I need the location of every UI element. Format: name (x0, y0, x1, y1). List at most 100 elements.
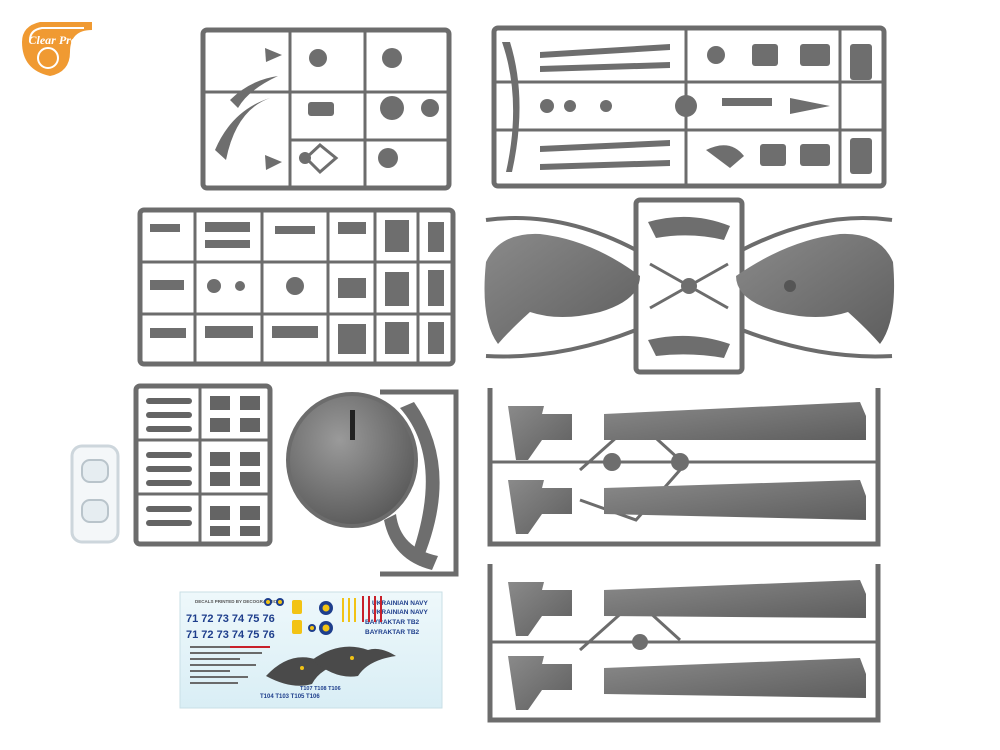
sprue-d-runner (741, 216, 893, 252)
round-knob-part (540, 99, 554, 113)
sensor-dome-part (288, 394, 416, 526)
pylon-part (240, 452, 260, 466)
antenna-rod-part (540, 160, 670, 170)
fuselage-half-left-part (484, 233, 640, 344)
wedge-part (790, 98, 830, 114)
diamond-frame-part (303, 143, 339, 175)
round-knob-part (286, 277, 304, 295)
bracket-part (800, 144, 830, 166)
clear-canopy-part (81, 499, 109, 523)
small-block-part (385, 272, 409, 306)
sprue-b (491, 25, 887, 189)
sprue-b-parts (502, 42, 872, 174)
wedge-part (265, 48, 282, 62)
missile-part (146, 520, 192, 526)
missile-part (146, 398, 192, 404)
missile-part (146, 506, 192, 512)
round-knob-part (235, 281, 245, 291)
wing-half-part (604, 402, 866, 440)
curved-fairing-part (384, 514, 438, 570)
sprue-d-runner (485, 216, 637, 252)
small-block-part (385, 220, 409, 252)
fairing-part (648, 216, 730, 240)
round-knob-part (207, 279, 221, 293)
sprue-d-parts (484, 216, 895, 358)
trident-emblem-icon (292, 600, 302, 634)
antenna-rod-part (540, 140, 670, 152)
mount-point-part (784, 280, 796, 292)
decal-code-row: T107 T108 T106 (300, 686, 341, 692)
small-strut-part (205, 222, 250, 232)
small-block-part (428, 322, 444, 354)
decal-code-row: T104 T103 T105 T106 (260, 694, 320, 700)
pylon-part (240, 472, 260, 486)
small-block-part (308, 102, 334, 116)
round-knob-part (675, 95, 697, 117)
wing-half-part (604, 480, 866, 520)
round-knob-part (421, 99, 439, 117)
propeller-hub-icon (37, 47, 59, 69)
sprue-e-frame (133, 383, 273, 547)
propeller-blade-part (230, 76, 278, 108)
hub-part (671, 453, 689, 471)
clear-sprue (70, 444, 120, 544)
wedge-part (265, 155, 282, 170)
round-knob-part (382, 48, 402, 68)
hub-part (632, 634, 648, 650)
missile-part (146, 412, 192, 418)
eagle-artwork-decal (266, 646, 396, 686)
small-block-part (338, 278, 366, 298)
sprue-a-frame (200, 27, 452, 191)
pylon-part (240, 526, 260, 536)
round-knob-part (309, 49, 327, 67)
sprue-d-runner (485, 328, 637, 359)
sprue-e (133, 383, 273, 547)
small-strut-part (205, 326, 253, 338)
small-block-part (428, 270, 444, 306)
curved-fairing-part (706, 145, 744, 168)
bracket-part (752, 44, 778, 66)
decal-numbers-row: 71 72 73 74 75 76 (186, 613, 275, 625)
pylon-part (210, 418, 230, 432)
logo-badge-shape (22, 22, 92, 76)
missile-part (146, 426, 192, 432)
bracket-part (800, 44, 830, 66)
fuselage-half-right-part (736, 233, 895, 344)
clear-canopy-part (81, 459, 109, 483)
round-knob-part (707, 46, 725, 64)
antenna-rod-part (540, 44, 670, 58)
missile-part (146, 466, 192, 472)
dome-slot (350, 410, 355, 440)
small-strut-part (205, 240, 250, 248)
hub-part (603, 453, 621, 471)
pylon-part (210, 472, 230, 486)
sprue-b-frame (491, 25, 887, 189)
antenna-rod-part (540, 62, 670, 72)
bracket-part (850, 44, 872, 80)
small-block-part (338, 324, 366, 354)
dome-ring-part (286, 392, 418, 528)
decal-header-text: DECALS PRINTED BY DECOGRAPHIC (195, 599, 278, 604)
decal-name-text: BAYRAKTAR TB2 (365, 619, 420, 626)
small-strut-part (150, 280, 184, 290)
roundel-decals (264, 598, 333, 635)
small-strut-part (338, 222, 366, 234)
small-block-part (385, 322, 409, 354)
stripe-decals (342, 596, 382, 622)
round-knob-part (564, 100, 576, 112)
decal-sheet: DECALS PRINTED BY DECOGRAPHIC UKRAINIAN … (179, 591, 443, 709)
sprue-c-frame (137, 207, 456, 367)
sprue-a-parts (215, 48, 439, 175)
wing-half-part (604, 580, 866, 618)
sprue-f (286, 389, 459, 577)
sprue-c (137, 207, 456, 367)
sprue-f-frame (380, 389, 459, 577)
curved-wing-fairing-part (400, 402, 440, 566)
sprue-e-parts (146, 396, 260, 536)
logo-badge-inner-line (29, 27, 84, 41)
missile-part (146, 480, 192, 486)
decal-title-text: UKRAINIAN NAVY (372, 609, 429, 616)
sprue-a (200, 27, 452, 191)
small-strut-part (150, 224, 180, 232)
